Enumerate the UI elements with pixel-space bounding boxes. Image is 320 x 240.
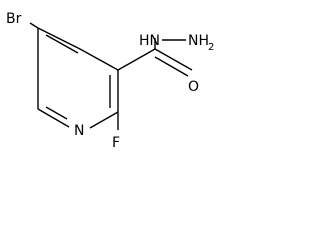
atom-labels: Br N F O HN NH 2 (6, 11, 214, 151)
pyridine-ring (37, 27, 119, 129)
bond-c5-br (29, 22, 39, 29)
bromine-label: Br (6, 11, 22, 27)
carbonyl-oxygen-label: O (188, 79, 199, 95)
bond-c5-c4 (37, 27, 81, 50)
bond-carbonyl-o (154, 48, 193, 71)
bond-n1-c6 (37, 108, 70, 128)
hydrazide-nh-label: HN (139, 33, 160, 49)
bond-n1-c6-inner (45, 106, 68, 120)
structure-diagram: Br N F O HN NH 2 (6, 11, 214, 151)
terminal-nh-label: NH (188, 33, 209, 49)
bond-c2-n1 (89, 111, 119, 129)
substituent-bonds (29, 22, 193, 130)
bond-c4-c3 (79, 48, 119, 71)
bond-carbonyl-o-second (154, 56, 189, 77)
bond-c5-c4-inner (45, 34, 79, 54)
ring-nitrogen-label: N (74, 123, 84, 139)
bond-c3-carbonyl (117, 48, 156, 71)
fluorine-label: F (112, 135, 120, 151)
terminal-h-subscript: 2 (208, 42, 214, 53)
